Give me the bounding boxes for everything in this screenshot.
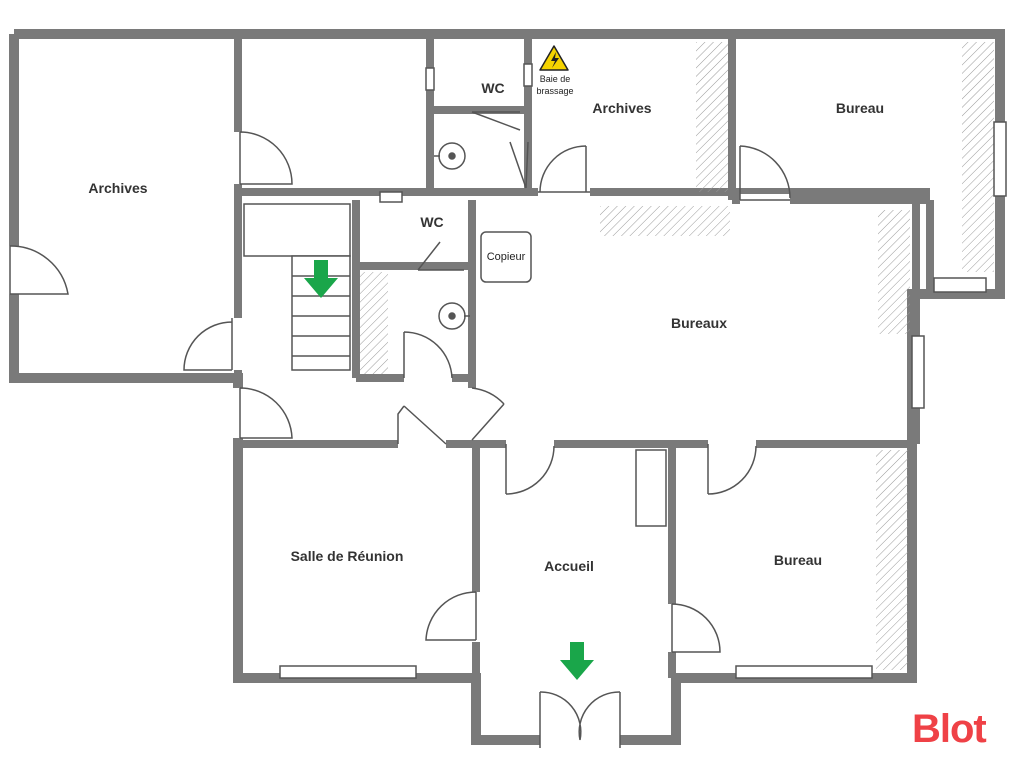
- window-bureau-top-bottom: [933, 277, 987, 293]
- hatch-archives: [696, 42, 728, 192]
- hatch-bureau-bottom: [876, 450, 908, 670]
- brand-logo: Blot: [912, 707, 987, 751]
- door-archives-top: [538, 145, 590, 193]
- accueil-partition: [635, 449, 667, 527]
- door-accueil-top: [505, 444, 555, 495]
- room-label-bureaux: Bureaux: [671, 315, 727, 331]
- door-corridor-left: [397, 405, 447, 445]
- window-wc-right: [523, 63, 533, 87]
- outer-wall: [9, 29, 1005, 745]
- door-stair-wc: [403, 331, 453, 379]
- hatch-stair-wc: [360, 272, 388, 374]
- door-bureau-bottom: [671, 603, 721, 653]
- room-label-bureau-bottom: Bureau: [774, 552, 822, 568]
- door-corridor-lower: [239, 387, 293, 439]
- window-salle-reunion: [279, 665, 417, 679]
- hatch-bureaux-right: [878, 210, 910, 334]
- room-label-bureau-top: Bureau: [836, 100, 884, 116]
- hatched-areas: [360, 42, 994, 670]
- window-wc: [425, 67, 435, 91]
- copier-label: Copieur: [487, 251, 526, 263]
- door-corridor-right: [471, 387, 505, 441]
- staircase: [243, 203, 351, 371]
- doors: [8, 111, 791, 748]
- door-bureau-bottom-top: [707, 444, 757, 495]
- room-label-archives-top: Archives: [592, 100, 651, 116]
- exit-arrow-down-icon: [560, 642, 594, 680]
- door-wc-middle: [417, 241, 464, 271]
- copier-box: [480, 231, 532, 283]
- baie-label-line1: Baie de: [540, 74, 571, 84]
- baie-label-line2: brassage: [536, 86, 573, 96]
- hatch-bureaux-top: [600, 206, 730, 236]
- window-corridor: [379, 191, 403, 203]
- room-label-wc-middle: WC: [420, 214, 443, 230]
- room-label-accueil: Accueil: [544, 558, 594, 574]
- door-archives-corridor: [183, 318, 233, 371]
- window-bureau-bottom: [735, 665, 873, 679]
- window-bureaux: [911, 335, 925, 409]
- door-wc-side: [509, 141, 529, 189]
- wc-fixtures: [434, 142, 470, 330]
- door-wc-top: [471, 111, 521, 131]
- hatch-bureau-top: [962, 42, 994, 272]
- door-top-room: [239, 131, 293, 185]
- high-voltage-icon: [539, 45, 569, 71]
- windows: [279, 63, 1007, 679]
- door-main-entrance: [539, 691, 621, 748]
- door-salle-reunion: [425, 591, 477, 641]
- exit-arrow-down-icon: [304, 260, 338, 298]
- room-label-salle-reunion: Salle de Réunion: [291, 548, 404, 564]
- room-label-archives-left: Archives: [88, 180, 147, 196]
- window-bureau-top: [993, 121, 1007, 197]
- door-bureau-top: [739, 145, 791, 201]
- walls: [9, 29, 1005, 745]
- room-label-wc-top: WC: [481, 80, 504, 96]
- door-archives-left: [9, 245, 69, 295]
